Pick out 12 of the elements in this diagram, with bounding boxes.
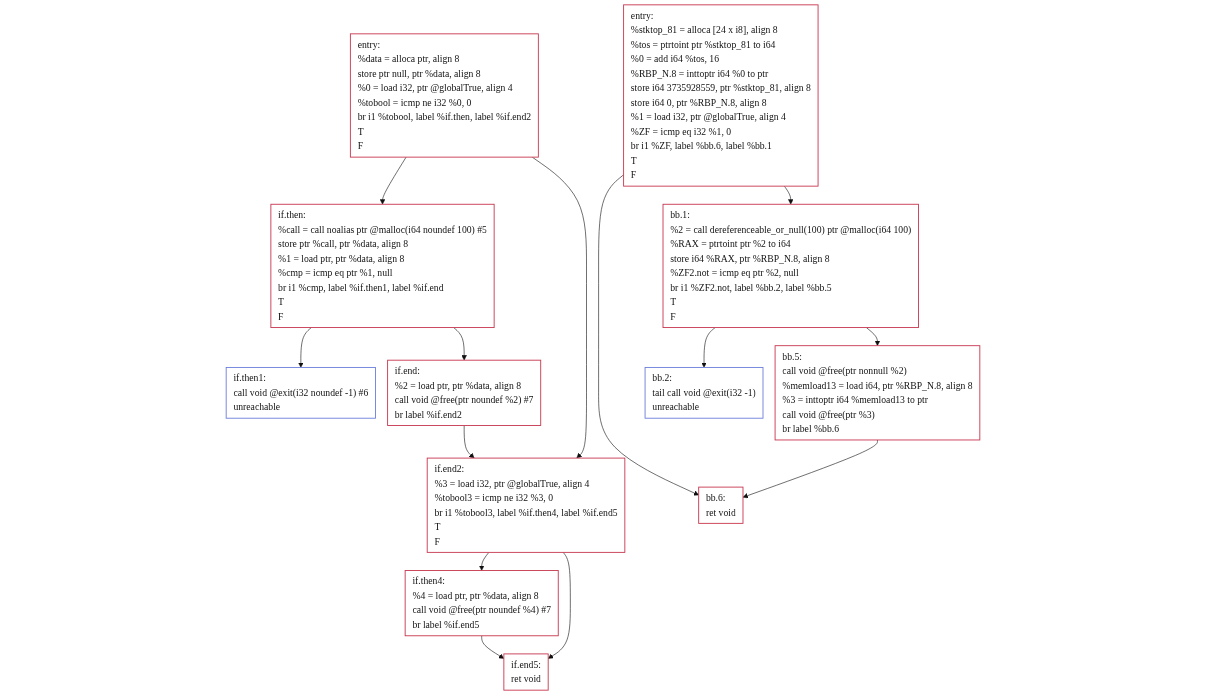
- node-box: bb.2: tail call void @exit(i32 -1) unreachable: [644, 367, 764, 419]
- node-box: if.then: %call = call noalias ptr @malloc(i64 noundef 100) #5 store ptr %call, ptr %data, align 8 %1 = load ptr, ptr %data, align 8 %cmp = icmp eq ptr %1, null br i1 %cmp, label %if.then1, label %if.end T F: [270, 203, 495, 328]
- node-box: if.end: %2 = load ptr, ptr %data, align 8 call void @free(ptr noundef %2) #7 br label %if.end2: [387, 359, 542, 426]
- node-box: if.end2: %3 = load i32, ptr @globalTrue, align 4 %tobool3 = icmp ne i32 %3, 0 br i1 %tobool3, label %if.then4, label %if.end5 T F: [426, 457, 626, 553]
- node-box: if.then4: %4 = load ptr, ptr %data, align 8 call void @free(ptr noundef %4) #7 br label %if.end5: [404, 570, 559, 637]
- node-box: bb.5: call void @free(ptr nonnull %2) %memload13 = load i64, ptr %RBP_N.8, align 8 %3 = inttoptr i64 %memload13 to ptr call void @free(ptr %3) br label %bb.6: [774, 345, 981, 441]
- node-box: if.then1: call void @exit(i32 noundef -1) #6 unreachable: [225, 367, 376, 419]
- node-box: bb.6: ret void: [698, 486, 744, 524]
- node-box: entry: %stktop_81 = alloca [24 x i8], align 8 %tos = ptrtoint ptr %stktop_81 to i64 %0 = add i64 %tos, 16 %RBP_N.8 = inttoptr i64 %0 to ptr store i64 3735928559, ptr %stktop_81, align 8 store i64 0, ptr %RBP_N.8, align 8 %1 = load i32, ptr @globalTrue, align 4 %ZF = icmp eq i32 %1, 0 br i1 %ZF, label %bb.6, label %bb.1 T F: [623, 4, 819, 187]
- node-box: if.end5: ret void: [503, 653, 549, 691]
- node-box: bb.1: %2 = call dereferenceable_or_null(100) ptr @malloc(i64 100) %RAX = ptrtoint ptr %2 to i64 store i64 %RAX, ptr %RBP_N.8, align 8 %ZF2.not = icmp eq ptr %2, null br i1 %ZF2.not, label %bb.2, label %bb.5 T F: [662, 203, 919, 328]
- node-box: entry: %data = alloca ptr, align 8 store ptr null, ptr %data, align 8 %0 = load i32, ptr @globalTrue, align 4 %tobool = icmp ne i32 %0, 0 br i1 %tobool, label %if.then, label %if.end2 T F: [349, 33, 539, 158]
